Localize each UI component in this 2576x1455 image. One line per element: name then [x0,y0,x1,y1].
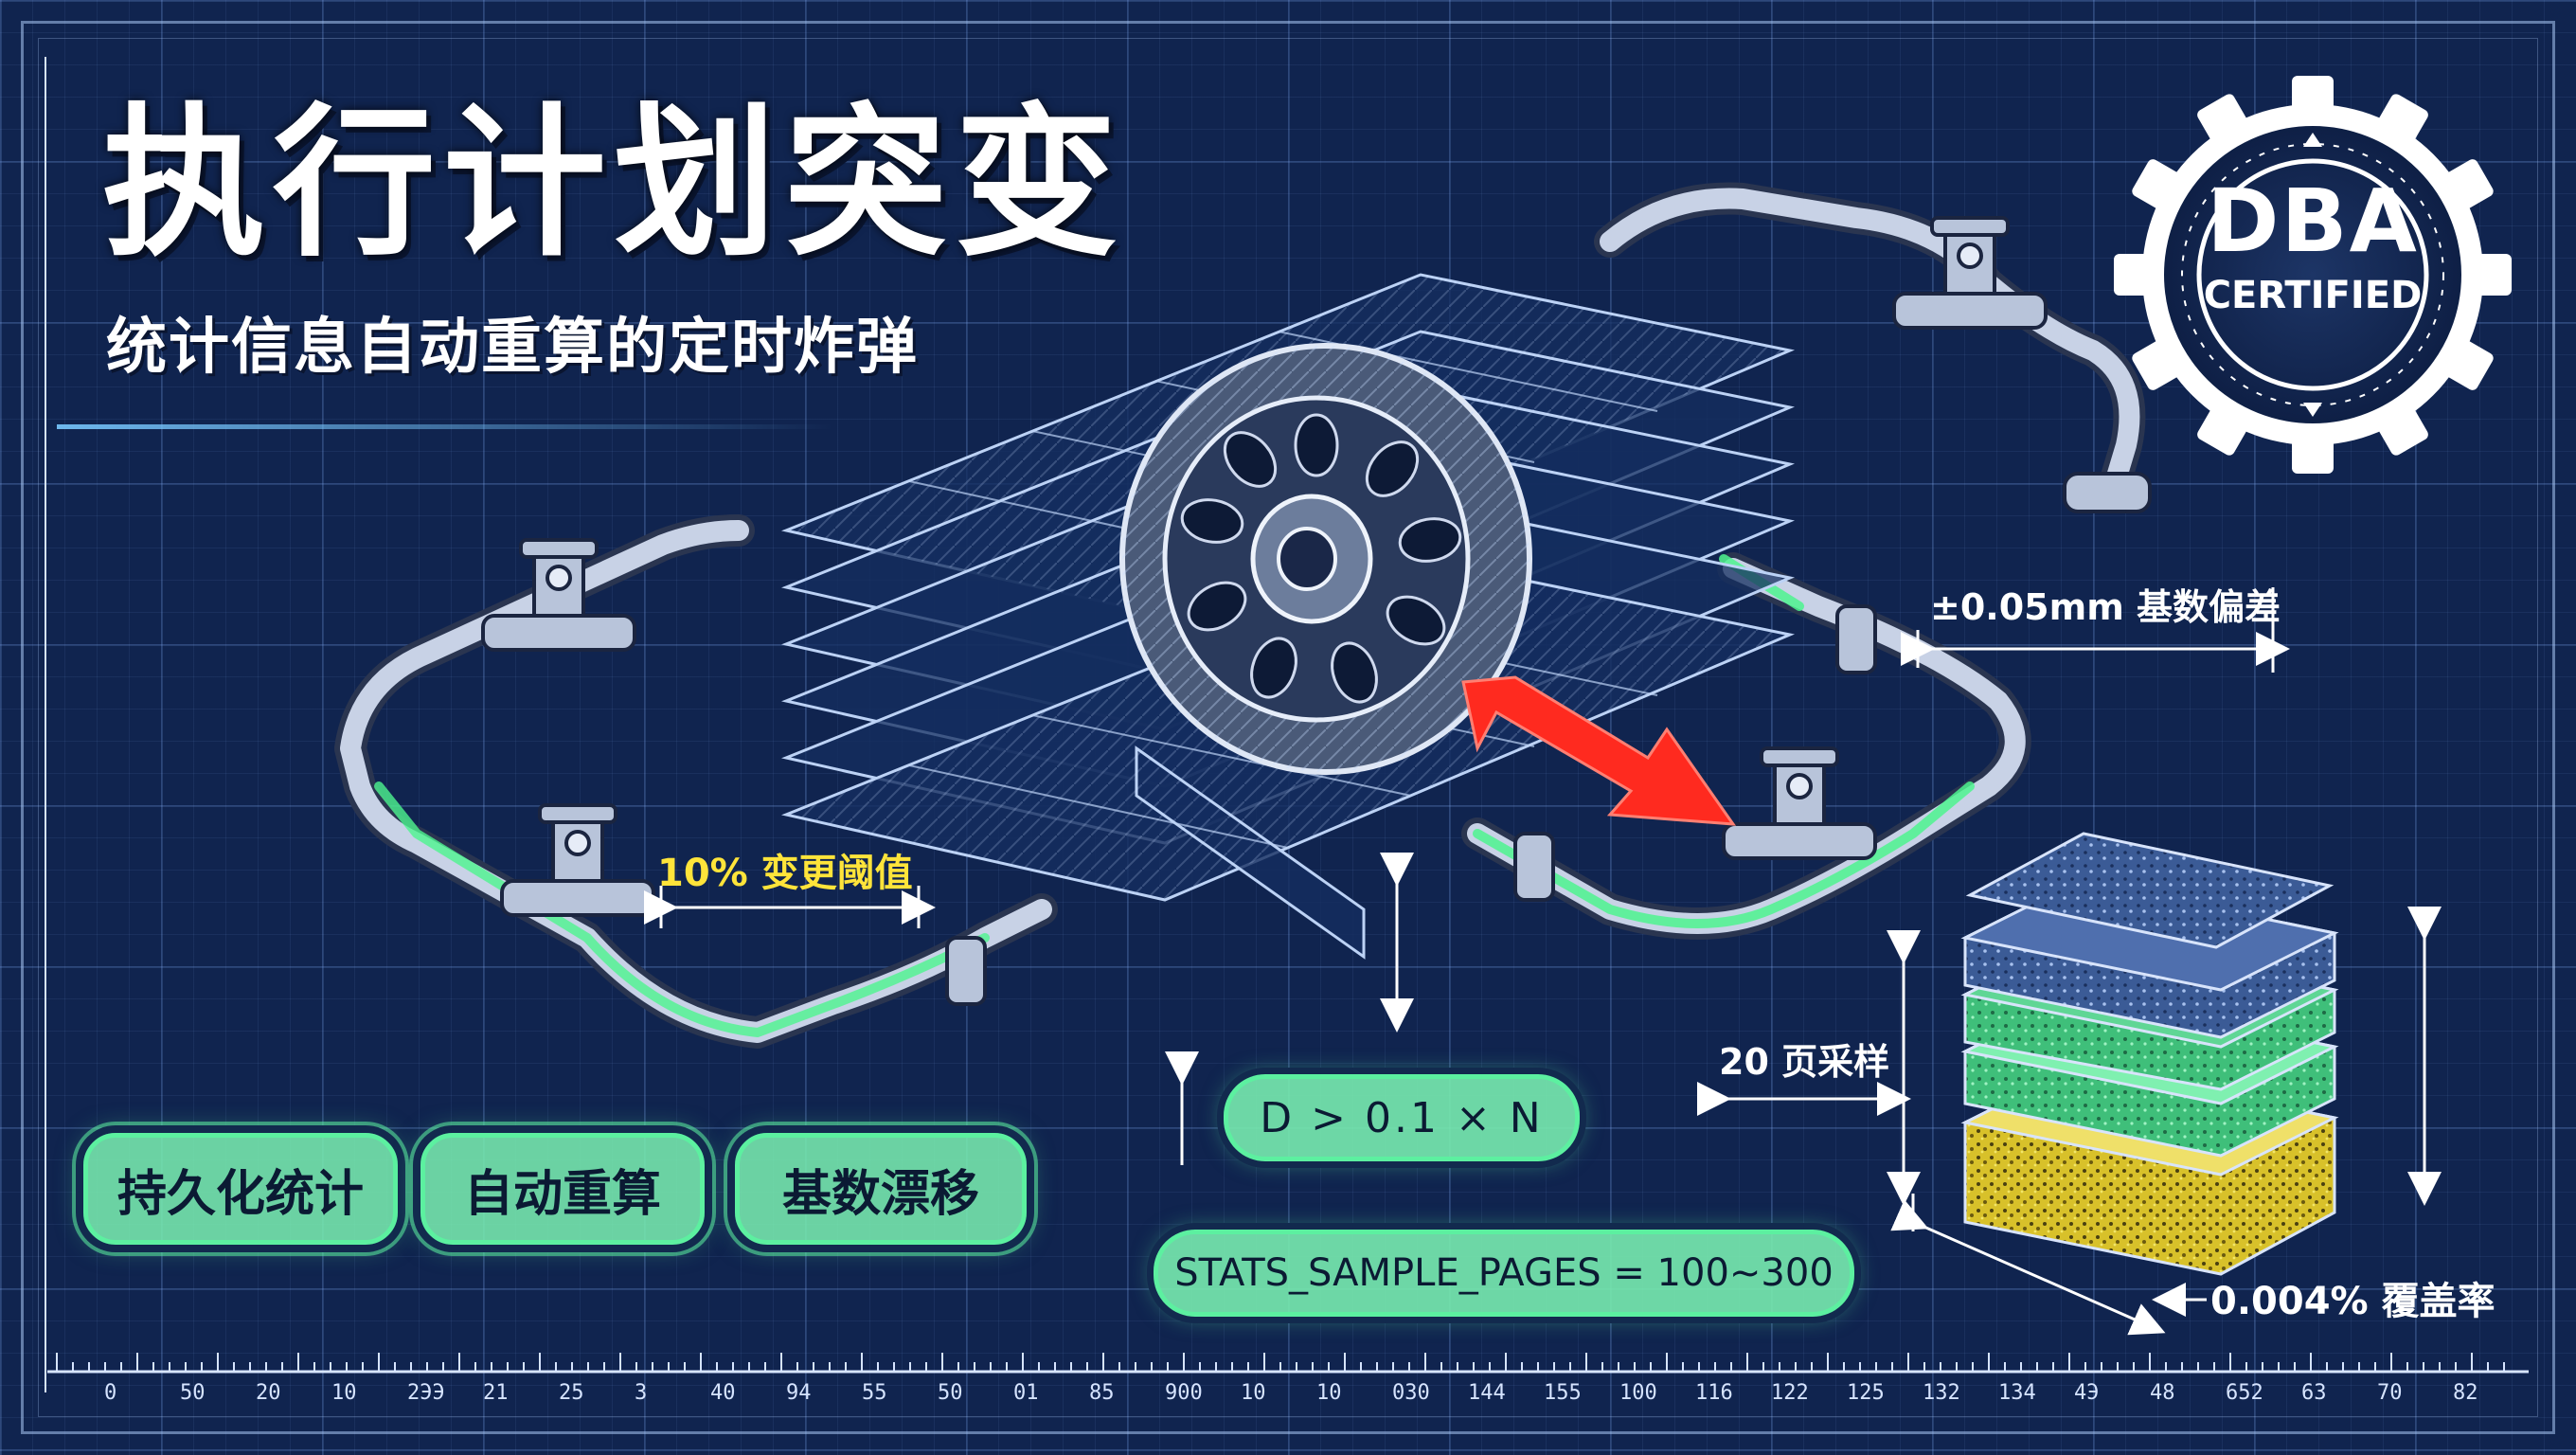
page-title: 执行计划突变 [102,88,1125,278]
outer-frame [21,21,2555,1434]
ruler-label: 100 [1619,1381,1657,1405]
tag-cardinality-drift: 基数漂移 [735,1133,1027,1245]
sample-layer-stack [1960,832,2339,1276]
ruler-label: 10 [331,1381,357,1405]
ruler-label: 134 [1998,1381,2036,1405]
tag-auto-recalc: 自动重算 [420,1133,705,1245]
ruler-label: 10 [1316,1381,1342,1405]
ruler-label: 63 [2301,1381,2327,1405]
ruler-label: 94 [786,1381,812,1405]
ruler-label: 132 [1923,1381,1960,1405]
label-coverage: 0.004% 覆盖率 [2210,1280,2496,1323]
bottom-ruler [47,1353,2529,1374]
badge-emblem [2114,76,2512,474]
ruler-label: 3 [635,1381,648,1405]
ruler-label: 82 [2453,1381,2478,1405]
valves [481,216,2152,1006]
label-cardinality-deviation: ±0.05mm 基数偏差 [1930,586,2281,628]
ruler-label: 25 [559,1381,584,1405]
ruler-label: 652 [2226,1381,2263,1405]
ruler-label: 85 [1089,1381,1115,1405]
ruler-label: 155 [1544,1381,1582,1405]
ruler-label: 50 [180,1381,206,1405]
wheel [1119,343,1532,775]
ruler-label: 20 [256,1381,281,1405]
subtitle-rule [57,424,833,429]
formula-threshold: D > 0.1 × N [1224,1074,1580,1161]
ruler-label: 2ЭЭ [407,1381,445,1405]
label-change-threshold: 10% 变更阈值 [657,852,913,895]
ruler-label: 40 [710,1381,736,1405]
ruler-label: 125 [1847,1381,1885,1405]
drift-arrow [1461,675,1737,826]
badge-title: DBA [2207,171,2419,272]
ruler-label: 55 [862,1381,887,1405]
label-sample-pages: 20 页采样 [1719,1041,1890,1083]
ruler-label: 01 [1013,1381,1039,1405]
inner-frame [38,38,2538,1417]
formula-sample-pages: STATS_SAMPLE_PAGES = 100~300 [1154,1230,1854,1317]
badge-subtitle: CERTIFIED [2203,274,2423,317]
tag-persistent-stats: 持久化统计 [83,1133,398,1245]
page-subtitle: 统计信息自动重算的定时炸弹 [106,313,919,383]
ruler-label: 0 [104,1381,117,1405]
ruler-label: 21 [483,1381,509,1405]
ruler-label: 50 [938,1381,963,1405]
ruler-label: 116 [1695,1381,1733,1405]
ruler-label: 900 [1165,1381,1203,1405]
ruler-label: 030 [1392,1381,1430,1405]
ruler-label: 70 [2377,1381,2403,1405]
ruler-label: 144 [1468,1381,1506,1405]
dimension-lines [644,587,2442,1336]
ruler-label: 122 [1771,1381,1809,1405]
ruler-label: 10 [1241,1381,1266,1405]
ruler-label: 4Э [2074,1381,2100,1405]
ruler-label: 48 [2150,1381,2175,1405]
